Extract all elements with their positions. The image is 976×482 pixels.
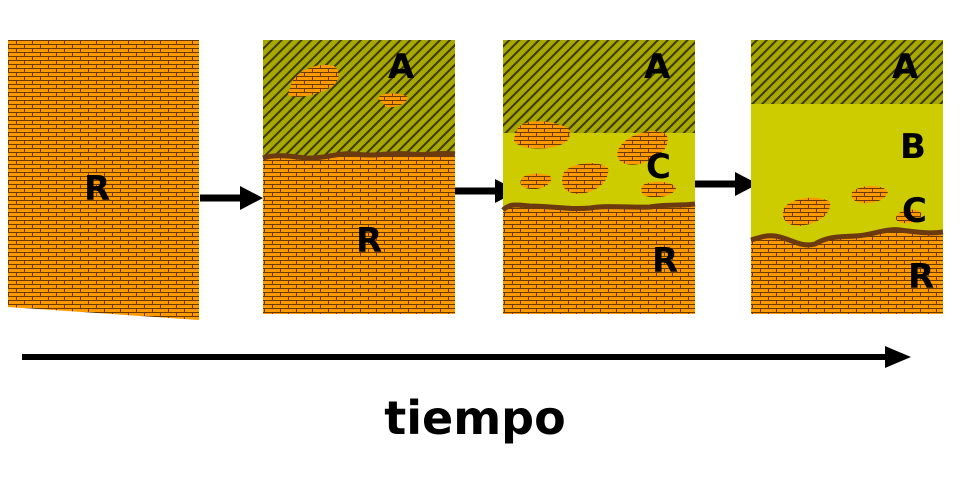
panel-3-label-r: R <box>652 241 678 281</box>
panel-4-label-r: R <box>908 257 934 297</box>
horizon-r <box>8 40 199 320</box>
boundary-line <box>262 150 456 161</box>
rock-fragment <box>895 209 922 224</box>
horizon-a <box>751 40 943 104</box>
rock-fragment <box>378 93 408 108</box>
panel-4-label-b: B <box>900 127 926 167</box>
rock-fragment <box>617 131 668 165</box>
panel-4-label-c: C <box>902 191 927 231</box>
panel-3-label-a: A <box>644 47 671 87</box>
panel-3-label-c: C <box>646 147 671 187</box>
rock-fragment <box>513 121 570 149</box>
panel-2-label-r: R <box>356 221 382 261</box>
arrow-3 <box>695 172 758 196</box>
panel-2: A R <box>262 40 456 314</box>
panel-3: A C R <box>501 40 696 314</box>
boundary-line <box>750 227 944 248</box>
time-arrow <box>22 346 911 368</box>
panel-2-label-a: A <box>388 47 415 87</box>
arrow-1 <box>200 186 263 210</box>
panel-4-label-a: A <box>892 47 919 87</box>
panel-1-label-r: R <box>84 169 110 209</box>
rock-fragment <box>782 197 831 226</box>
panel-1: R <box>8 40 199 320</box>
rock-fragment <box>520 173 552 190</box>
panel-4: A B C R <box>750 40 944 314</box>
time-label: tiempo <box>384 391 565 445</box>
boundary-line <box>501 201 696 212</box>
rock-fragment <box>641 181 676 198</box>
rock-fragment <box>288 64 339 97</box>
horizon-a <box>503 40 695 133</box>
rock-fragment <box>561 163 609 194</box>
horizon-a <box>263 40 455 159</box>
rock-fragment <box>851 186 888 204</box>
